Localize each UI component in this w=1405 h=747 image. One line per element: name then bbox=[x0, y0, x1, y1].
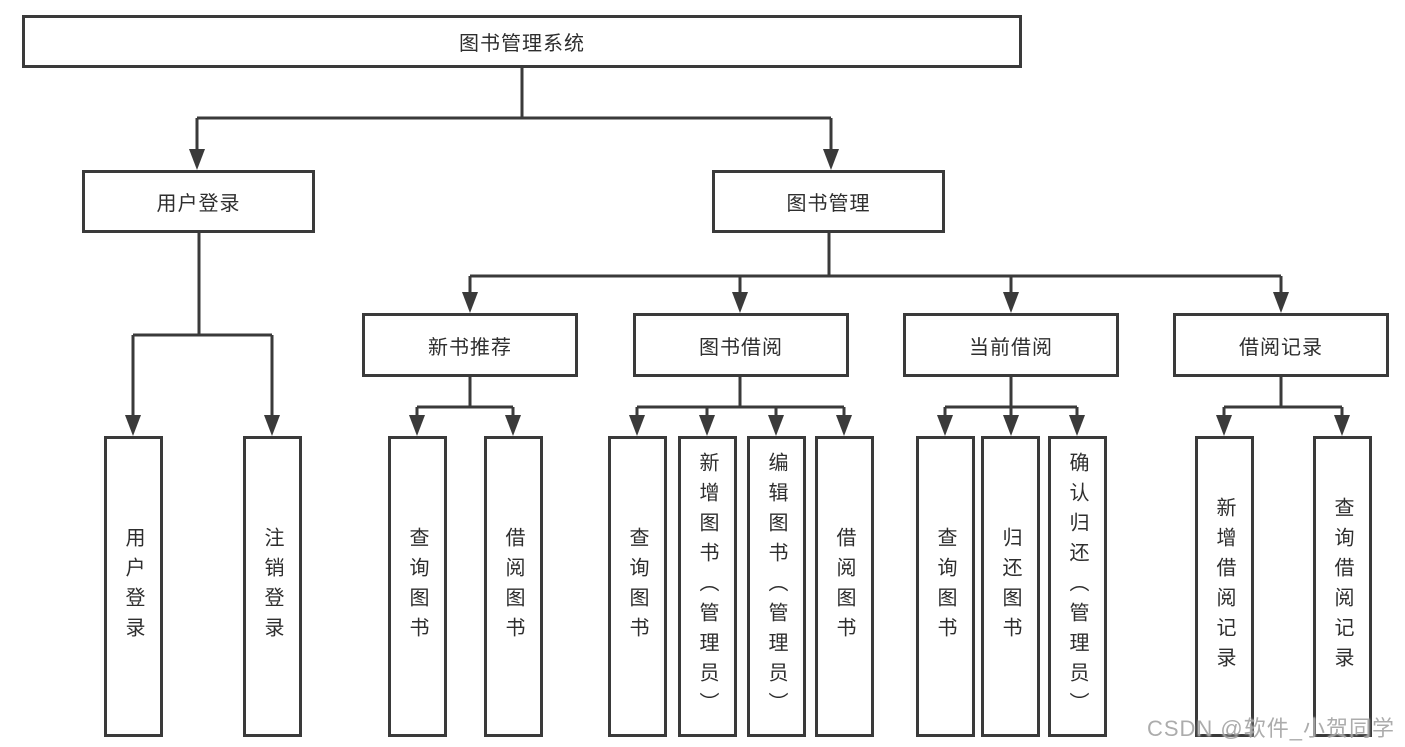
leaf-label: 用户登录 bbox=[122, 526, 144, 647]
leaf-label: 确认归还（管理员） bbox=[1066, 451, 1088, 722]
node-book-borrowing: 图书借阅 bbox=[633, 313, 849, 377]
leaf-edit-books-admin: 编辑图书（管理员） bbox=[747, 436, 806, 737]
leaf-query-books: 查询图书 bbox=[388, 436, 447, 737]
leaf-label: 借阅图书 bbox=[502, 526, 524, 647]
leaf-label: 注销登录 bbox=[261, 526, 283, 647]
leaf-label: 查询图书 bbox=[934, 526, 956, 647]
leaf-user-login: 用户登录 bbox=[104, 436, 163, 737]
leaf-logout: 注销登录 bbox=[243, 436, 302, 737]
node-label: 图书管理 bbox=[786, 193, 871, 215]
leaf-query-books: 查询图书 bbox=[916, 436, 975, 737]
node-new-book-recommend: 新书推荐 bbox=[362, 313, 578, 377]
leaf-borrow-books: 借阅图书 bbox=[815, 436, 874, 737]
node-label: 借阅记录 bbox=[1239, 336, 1323, 359]
leaf-label: 借阅图书 bbox=[833, 526, 855, 647]
node-book-management: 图书管理 bbox=[712, 170, 945, 233]
node-label: 用户登录 bbox=[156, 193, 241, 215]
node-user-login-group: 用户登录 bbox=[82, 170, 315, 233]
leaf-label: 归还图书 bbox=[999, 526, 1021, 647]
node-label: 新书推荐 bbox=[428, 336, 512, 359]
node-label: 图书管理系统 bbox=[459, 33, 585, 55]
node-borrowing-records: 借阅记录 bbox=[1173, 313, 1389, 377]
leaf-add-borrow-record: 新增借阅记录 bbox=[1195, 436, 1254, 737]
node-current-borrowing: 当前借阅 bbox=[903, 313, 1119, 377]
leaf-label: 查询图书 bbox=[406, 526, 428, 647]
node-library-system: 图书管理系统 bbox=[22, 15, 1022, 68]
leaf-confirm-return-admin: 确认归还（管理员） bbox=[1048, 436, 1107, 737]
leaf-query-books: 查询图书 bbox=[608, 436, 667, 737]
leaf-label: 新增图书（管理员） bbox=[696, 451, 718, 722]
csdn-watermark: CSDN @软件_小贺同学 bbox=[1146, 716, 1395, 741]
node-label: 当前借阅 bbox=[969, 336, 1053, 359]
leaf-label: 新增借阅记录 bbox=[1213, 496, 1235, 677]
leaf-label: 查询借阅记录 bbox=[1331, 496, 1353, 677]
leaf-label: 编辑图书（管理员） bbox=[765, 451, 787, 722]
leaf-label: 查询图书 bbox=[626, 526, 648, 647]
leaf-return-books: 归还图书 bbox=[981, 436, 1040, 737]
leaf-borrow-books: 借阅图书 bbox=[484, 436, 543, 737]
leaf-query-borrow-record: 查询借阅记录 bbox=[1313, 436, 1372, 737]
node-label: 图书借阅 bbox=[699, 336, 783, 359]
leaf-add-books-admin: 新增图书（管理员） bbox=[678, 436, 737, 737]
